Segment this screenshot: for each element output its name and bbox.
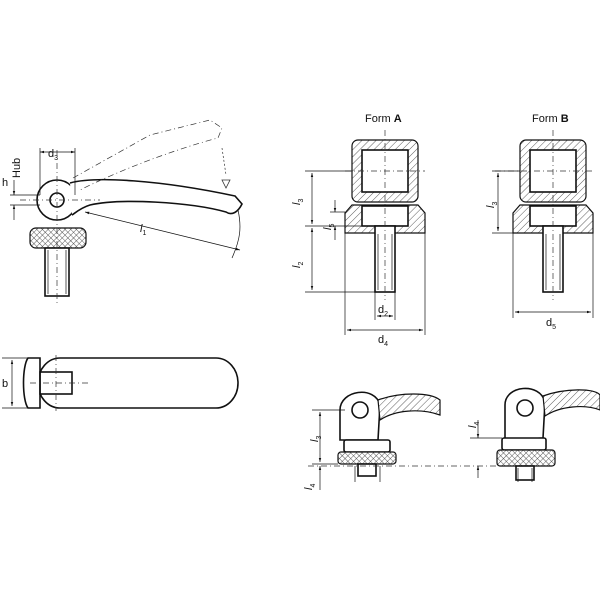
detail-form-b bbox=[470, 387, 600, 482]
detail-a-knurl bbox=[337, 451, 397, 465]
form-b-section bbox=[492, 130, 595, 318]
detail-b-lever bbox=[542, 389, 600, 418]
detail-form-a bbox=[308, 391, 520, 490]
label-l2: l2 bbox=[291, 262, 305, 268]
label-l3-b: l3 bbox=[485, 202, 499, 208]
label-b: b bbox=[2, 378, 8, 390]
lever-top-view bbox=[2, 355, 239, 411]
form-b-title: Form B bbox=[532, 113, 569, 125]
detail-b-collar bbox=[501, 437, 547, 451]
knurled-nut bbox=[29, 227, 87, 249]
detail-b-eye bbox=[504, 387, 546, 441]
form-a-title: Form A bbox=[365, 113, 402, 125]
label-hub: Hub bbox=[11, 158, 23, 178]
detail-b-knurl bbox=[496, 449, 556, 467]
label-l3-detail: l3 bbox=[309, 436, 323, 442]
label-l3-a: l3 bbox=[291, 199, 305, 205]
detail-b-stud bbox=[515, 465, 535, 481]
label-l4-a: l4 bbox=[303, 484, 317, 490]
detail-a-collar bbox=[343, 439, 391, 453]
label-d2: d2 bbox=[378, 304, 388, 318]
detail-a-eye bbox=[339, 391, 381, 441]
label-d3: d3 bbox=[48, 148, 58, 162]
lever-side-view bbox=[10, 119, 243, 305]
label-d4: d4 bbox=[378, 334, 388, 348]
lever-top-body bbox=[37, 357, 239, 409]
form-a-section bbox=[305, 130, 426, 335]
detail-a-stud bbox=[357, 463, 377, 477]
rotation-indicator bbox=[221, 147, 227, 176]
label-d5: d5 bbox=[546, 317, 556, 331]
lever-arm bbox=[69, 178, 243, 216]
label-l4-b: l4 bbox=[467, 422, 481, 428]
detail-a-lever bbox=[377, 393, 441, 422]
label-l5: l5 bbox=[322, 224, 336, 230]
label-h-text: h bbox=[2, 177, 8, 189]
label-l1: l1 bbox=[140, 223, 146, 237]
